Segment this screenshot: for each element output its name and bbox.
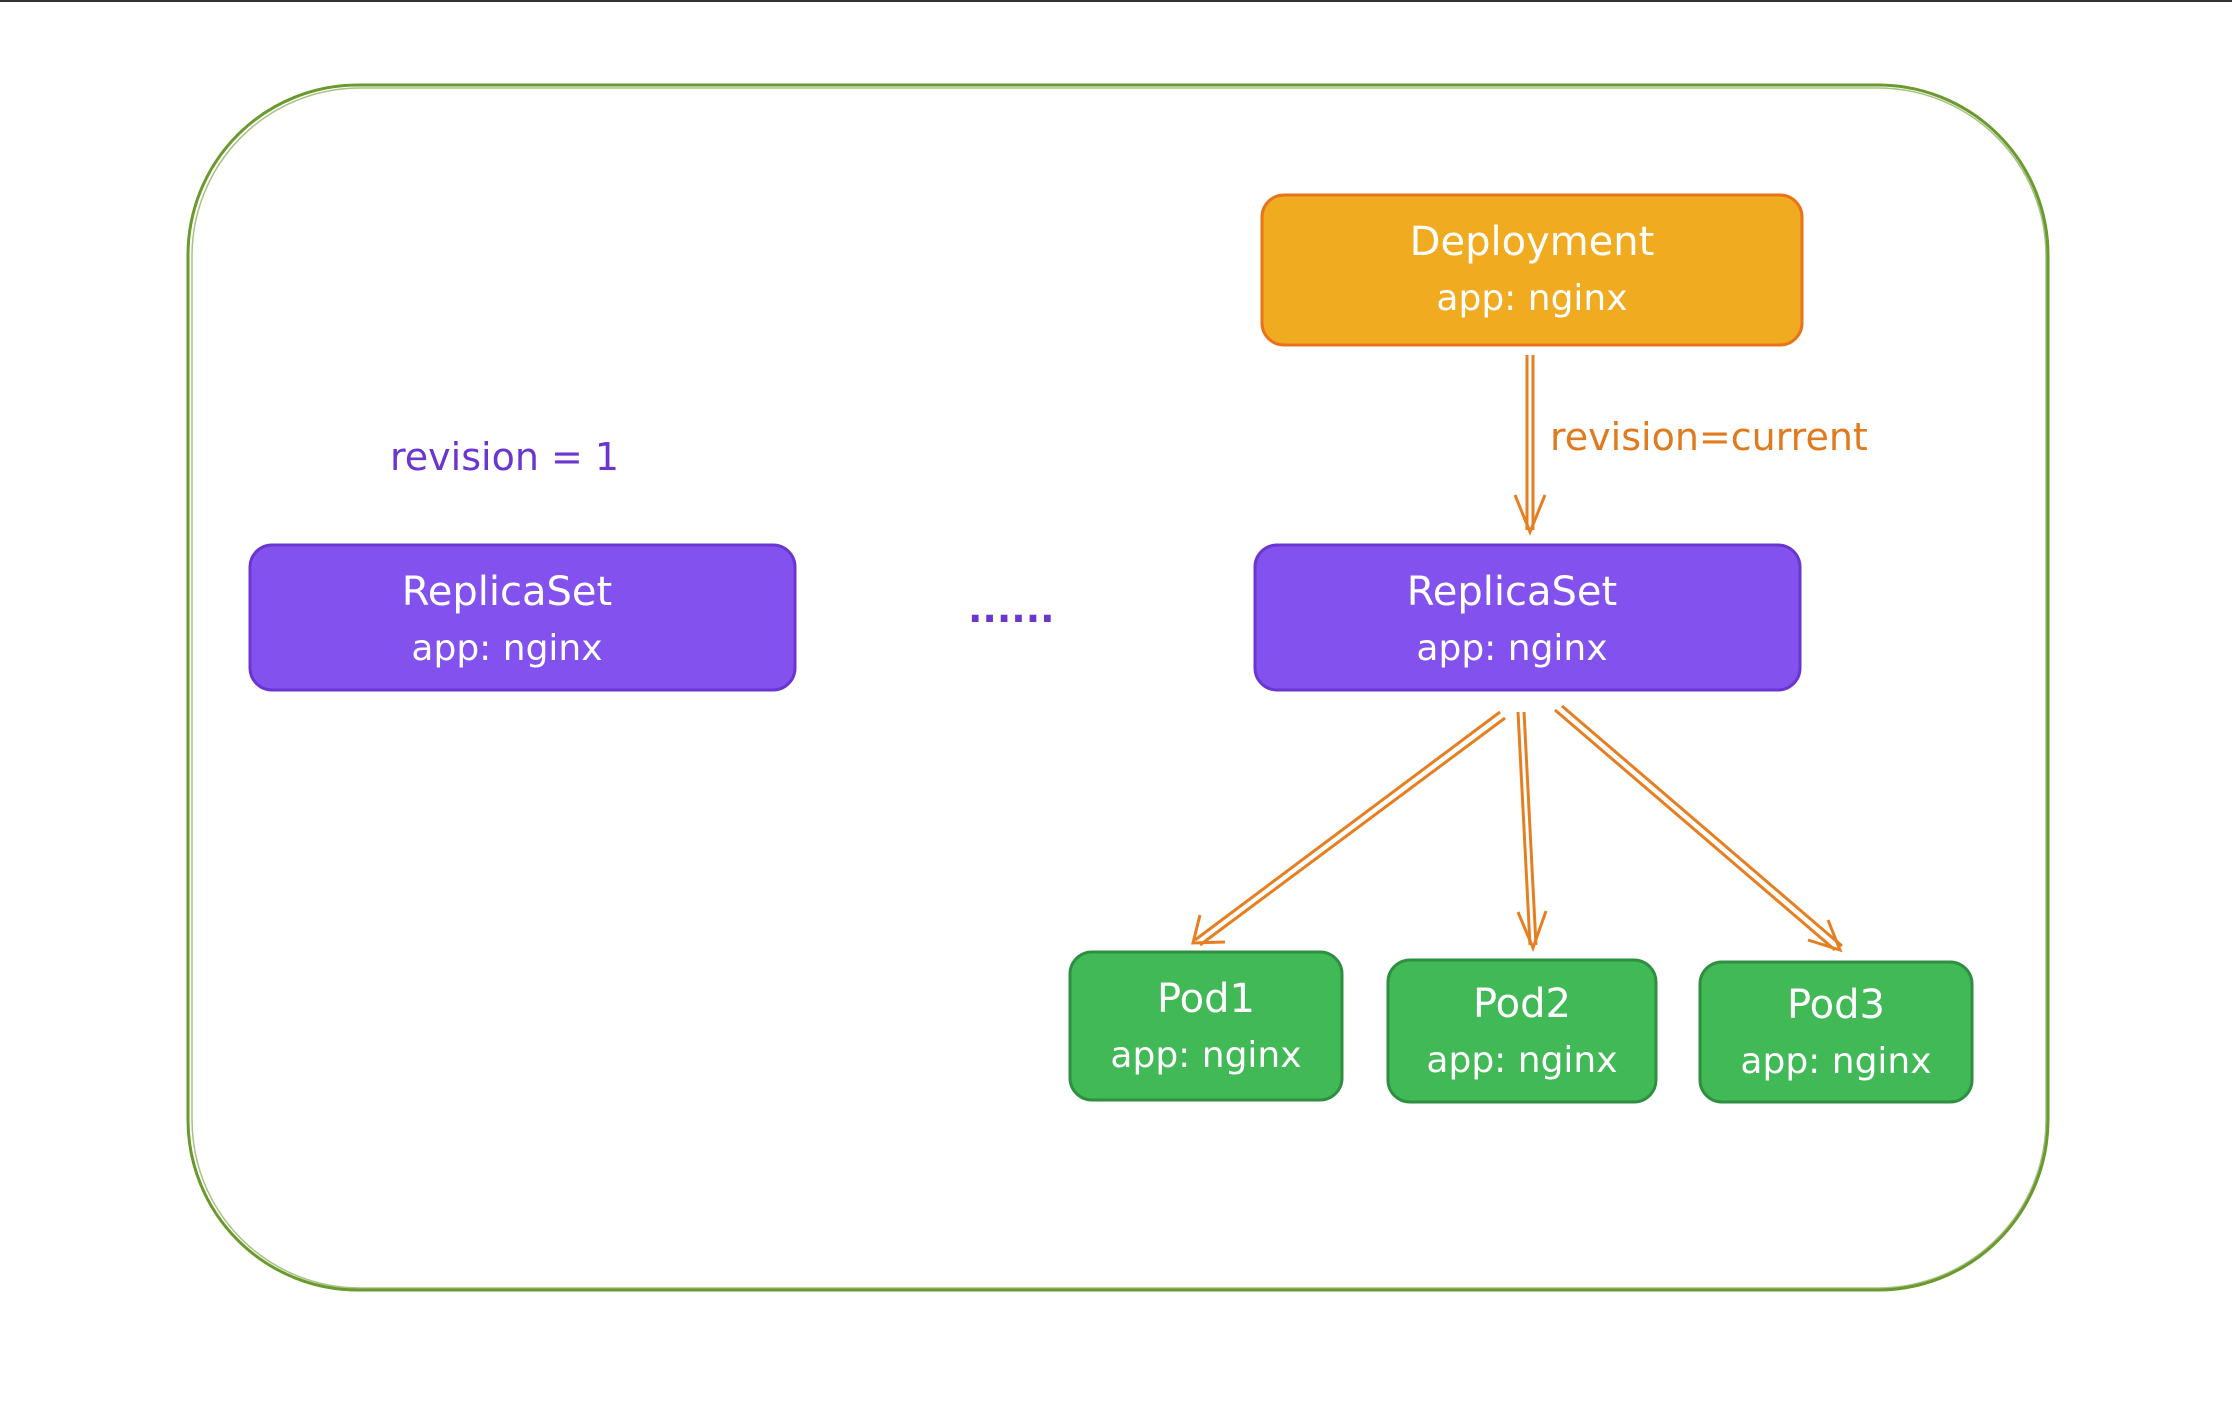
arrow-deployment-to-replicaset [1513, 355, 1547, 536]
cluster-frame-sketch [191, 87, 2047, 1289]
edge-label-revision-current: revision=current [1550, 415, 1868, 459]
old-revision-label: revision = 1 [390, 435, 619, 479]
old-replicaset-label: app: nginx [411, 628, 602, 669]
pod2-title: Pod2 [1473, 981, 1571, 1027]
pod2-node[interactable]: Pod2 app: nginx [1386, 958, 1658, 1104]
arrow-replicaset-to-pod1 [1191, 710, 1506, 947]
pod1-node[interactable]: Pod1 app: nginx [1068, 950, 1344, 1102]
ellipsis: ...... [968, 587, 1055, 631]
old-replicaset-title: ReplicaSet [402, 569, 612, 615]
current-replicaset-title: ReplicaSet [1407, 569, 1617, 615]
pod1-title: Pod1 [1157, 976, 1255, 1022]
pod2-label: app: nginx [1426, 1040, 1617, 1081]
pod3-node[interactable]: Pod3 app: nginx [1698, 960, 1974, 1104]
cluster-frame [186, 83, 2050, 1292]
deployment-label: app: nginx [1436, 278, 1627, 319]
arrow-replicaset-to-pod3 [1554, 704, 1843, 953]
current-replicaset-node[interactable]: ReplicaSet app: nginx [1253, 543, 1802, 692]
pod1-label: app: nginx [1110, 1035, 1301, 1076]
pod3-label: app: nginx [1740, 1041, 1931, 1082]
current-replicaset-label: app: nginx [1416, 628, 1607, 669]
pod3-title: Pod3 [1787, 982, 1885, 1028]
deployment-title: Deployment [1410, 219, 1655, 265]
arrow-replicaset-to-pod2 [1516, 711, 1548, 953]
deployment-node[interactable]: Deployment app: nginx [1260, 193, 1804, 347]
old-replicaset-node[interactable]: ReplicaSet app: nginx [248, 543, 797, 692]
